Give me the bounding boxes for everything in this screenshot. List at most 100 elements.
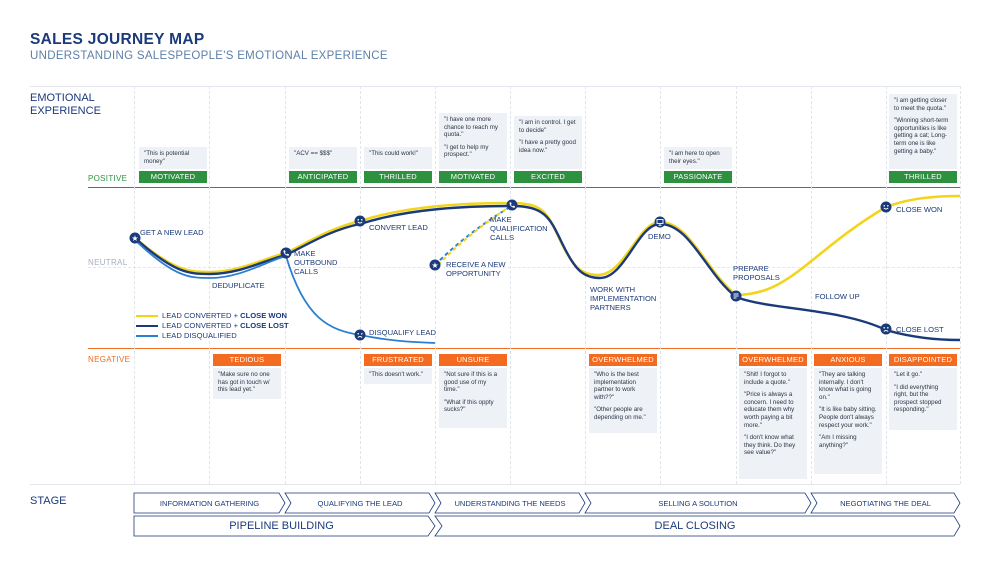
quote-box: "This is potential money" <box>139 147 207 169</box>
bottom-divider <box>30 484 960 485</box>
new-opportunity-yellow-dash <box>437 204 513 266</box>
quote-box: "Make sure no one has got in touch w/ th… <box>213 368 281 399</box>
quote-box: "I have one more chance to reach my quot… <box>439 113 507 169</box>
smile-icon <box>354 215 366 227</box>
close-lost-curve <box>134 204 961 342</box>
emotion-pill-positive: PASSIONATE <box>664 171 732 183</box>
quote-box: "I am in control. I get to decide" "I hav… <box>514 116 582 169</box>
emotion-pill-positive: MOTIVATED <box>439 171 507 183</box>
legend-swatch-navy <box>136 325 158 327</box>
quote: "ACV == $$$" <box>294 150 333 157</box>
touchpoint-convert-lead: CONVERT LEAD <box>369 223 428 232</box>
stage-label-5: NEGOTIATING THE DEAL <box>840 499 931 508</box>
quote: "This is potential money" <box>144 150 190 165</box>
sad-face-icon <box>354 329 366 341</box>
quote-box: "They are talking internally. I don't kn… <box>814 368 882 474</box>
legend-label-text: LEAD CONVERTED + <box>162 311 241 320</box>
stage-row <box>133 492 961 537</box>
star-icon: ★ <box>129 232 141 244</box>
legend-label: LEAD CONVERTED + CLOSE WON <box>162 311 287 320</box>
touchpoint-demo: DEMO <box>648 232 671 241</box>
svg-text:★: ★ <box>431 261 438 270</box>
star-icon: ★ <box>429 259 441 271</box>
quote: "They are talking internally. I don't kn… <box>819 371 872 401</box>
positive-baseline <box>88 187 960 188</box>
svg-text:★: ★ <box>131 234 138 243</box>
quote-box: "This could work!" <box>364 147 432 169</box>
touchpoint-get-lead: GET A NEW LEAD <box>140 228 204 237</box>
stage-chevron <box>284 492 436 514</box>
quote: "This could work!" <box>369 150 419 157</box>
quote-box: "Who is the best implementation partner … <box>589 368 657 433</box>
quote: "Not sure if this is a good use of my ti… <box>444 371 498 394</box>
quote: "Shit! I forgot to include a quote." <box>744 371 790 386</box>
touchpoint-implementation: WORK WITH IMPLEMENTATION PARTNERS <box>590 285 657 312</box>
quote: "I get to help my prospect." <box>444 143 489 159</box>
quote: "I am here to open their eyes." <box>669 150 720 165</box>
column-divider <box>886 86 887 484</box>
legend-swatch-yellow <box>136 315 158 317</box>
touchpoint-qualification: MAKE QUALIFICATION CALLS <box>490 215 548 242</box>
touchpoint-follow-up: FOLLOW UP <box>815 292 860 301</box>
quote: "I did everything right, but the prospec… <box>894 383 942 414</box>
emotion-pill-positive: THRILLED <box>364 171 432 183</box>
stage-label-2: QUALIFYING THE LEAD <box>317 499 403 508</box>
phase-label-1: PIPELINE BUILDING <box>229 520 334 532</box>
phase-chevron <box>434 515 961 537</box>
column-divider <box>960 86 961 484</box>
page-title: SALES JOURNEY MAP <box>30 31 205 48</box>
legend-item: LEAD CONVERTED + CLOSE WON <box>136 311 296 321</box>
emotion-pill-negative: FRUSTRATED <box>364 354 432 366</box>
negative-baseline <box>88 348 960 349</box>
touchpoint-close-won: CLOSE WON <box>896 205 943 214</box>
emotion-pill-negative: OVERWHELMED <box>739 354 807 366</box>
quote: "I have one more chance to reach my quot… <box>444 116 498 139</box>
top-divider <box>30 86 960 87</box>
phase-label-2: DEAL CLOSING <box>654 520 736 532</box>
document-icon <box>730 290 742 302</box>
column-divider <box>736 86 737 484</box>
quote-box: "ACV == $$$" <box>289 147 357 169</box>
presentation-icon <box>654 216 666 228</box>
neutral-band-label: NEUTRAL <box>88 258 128 267</box>
touchpoint-make-calls: MAKE OUTBOUND CALLS <box>294 249 338 276</box>
legend: LEAD CONVERTED + CLOSE WON LEAD CONVERTE… <box>136 311 296 341</box>
sad-face-icon <box>880 323 892 335</box>
quote: "Price is always a concern. I need to ed… <box>744 391 795 429</box>
quote: "Make sure no one has got in touch w/ th… <box>218 371 270 394</box>
legend-label-bold: CLOSE LOST <box>240 321 289 330</box>
quote: "It is like baby sitting. People don't a… <box>819 406 877 429</box>
quote-box: "Let it go." "I did everything right, but… <box>889 368 957 430</box>
emotion-pill-negative: ANXIOUS <box>814 354 882 366</box>
quote: "Am I missing anything?" <box>819 434 857 449</box>
column-divider <box>360 86 361 484</box>
column-divider <box>510 86 511 484</box>
quote-box: "Shit! I forgot to include a quote." "Pri… <box>739 368 807 479</box>
quote: "I have a pretty good idea now." <box>519 139 576 154</box>
emotion-pill-positive: EXCITED <box>514 171 582 183</box>
legend-label: LEAD CONVERTED + CLOSE LOST <box>162 321 289 330</box>
phone-icon <box>506 199 518 211</box>
quote: "Let it go." <box>894 371 923 378</box>
stage-label: STAGE <box>30 495 67 507</box>
quote: "I am in control. I get to decide" <box>519 119 576 134</box>
quote: "I don't know what they think. Do they s… <box>744 434 796 457</box>
touchpoint-proposals: PREPARE PROPOSALS <box>733 264 780 282</box>
column-divider <box>811 86 812 484</box>
page-subtitle: UNDERSTANDING SALESPEOPLE'S EMOTIONAL EX… <box>30 50 388 62</box>
stage-chevron <box>434 492 586 514</box>
legend-item: LEAD CONVERTED + CLOSE LOST <box>136 321 296 331</box>
emotion-pill-negative: UNSURE <box>439 354 507 366</box>
quote: "What if this oppty sucks?" <box>444 398 494 414</box>
positive-band-label: POSITIVE <box>88 174 128 183</box>
emotion-pill-negative: OVERWHELMED <box>589 354 657 366</box>
column-divider <box>585 86 586 484</box>
quote: "Other people are depending on me." <box>594 406 646 421</box>
column-divider <box>134 86 135 484</box>
emotion-pill-positive: THRILLED <box>889 171 957 183</box>
new-opportunity-blue-dash <box>434 206 511 266</box>
quote-box: "Not sure if this is a good use of my ti… <box>439 368 507 428</box>
emotion-pill-positive: ANTICIPATED <box>289 171 357 183</box>
stage-chevron <box>133 492 286 514</box>
